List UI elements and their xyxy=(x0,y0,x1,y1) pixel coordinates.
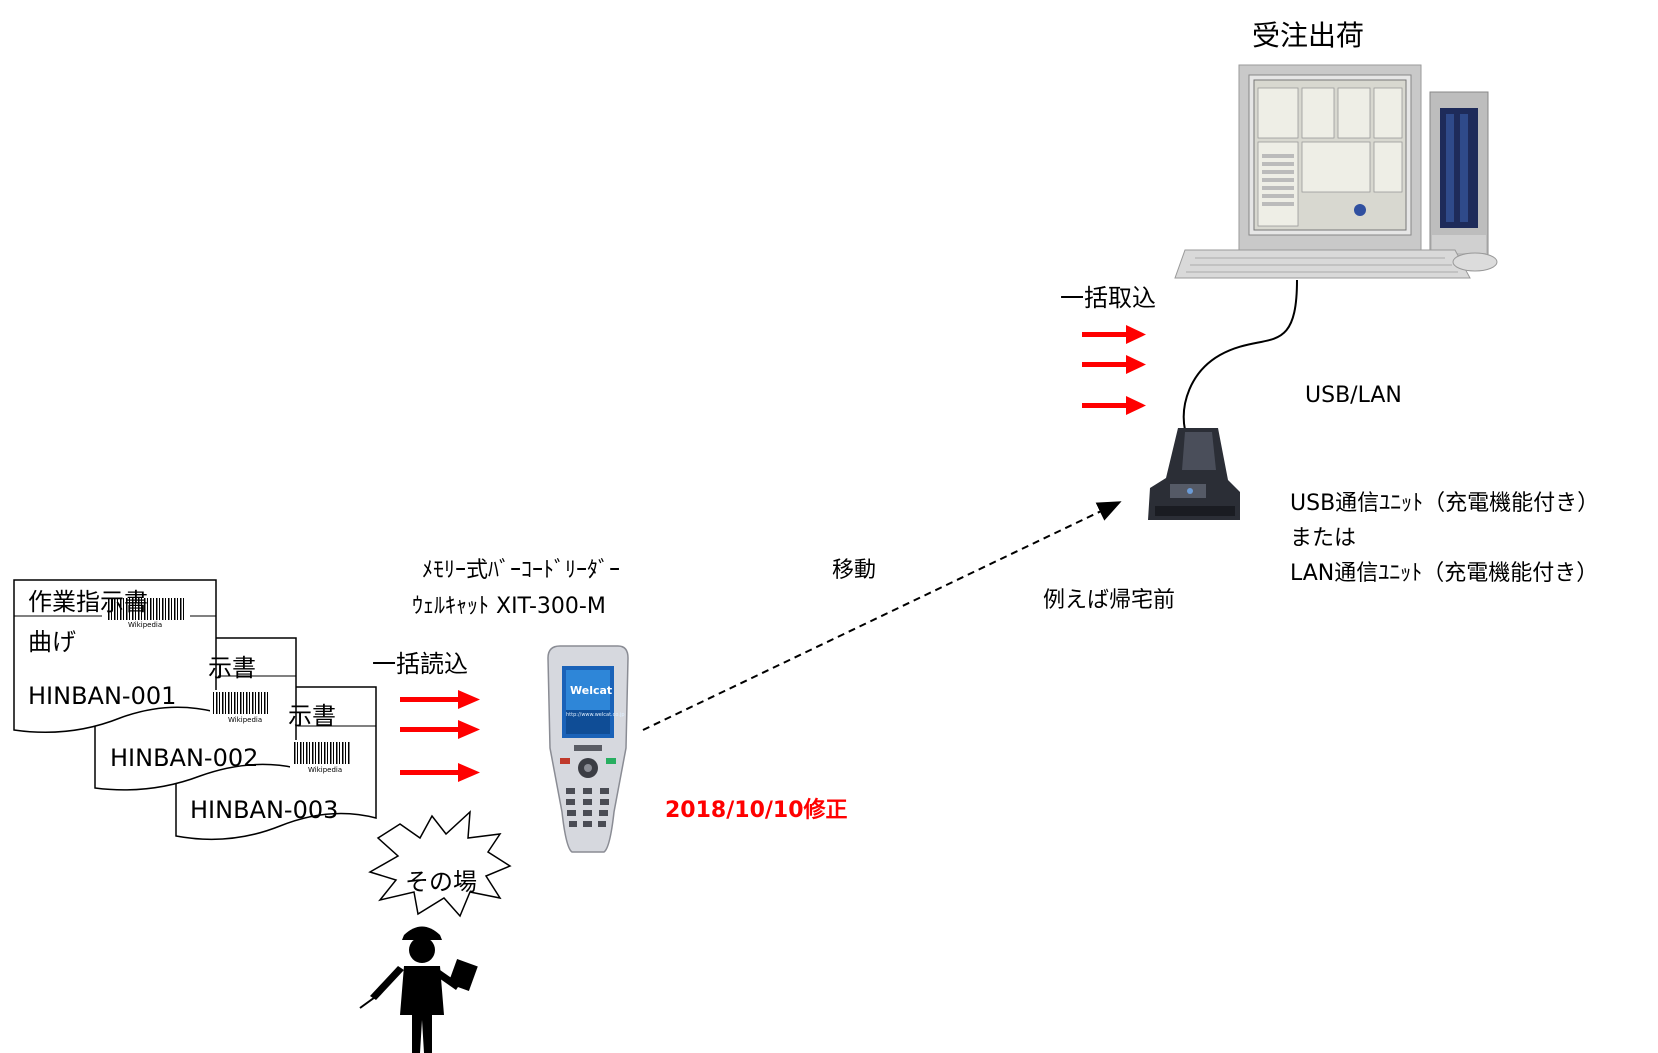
move-arrow xyxy=(642,501,1122,731)
document-1-title: 作業指示書 xyxy=(28,588,148,616)
before-home-label: 例えば帰宅前 xyxy=(1043,588,1176,613)
or-label: または xyxy=(1290,526,1357,551)
lan-unit-label: LAN通信ﾕﾆｯﾄ（充電機能付き） xyxy=(1290,561,1599,586)
reader-model-line2: ｳｪﾙｷｬｯﾄ XIT-300-M xyxy=(412,594,606,619)
worker-icon xyxy=(359,926,478,1053)
page-title: 受注出荷 xyxy=(1252,19,1365,52)
computer-icon xyxy=(1174,64,1498,279)
handheld-scanner-icon xyxy=(547,645,629,853)
usb-cable xyxy=(1182,279,1298,431)
barcode-caption-3: Wikipedia xyxy=(308,766,342,774)
handheld-url: http://www.welcat.co.jp xyxy=(566,712,625,718)
revision-label: 2018/10/10修正 xyxy=(665,798,848,823)
document-1-hinban: HINBAN-001 xyxy=(28,682,177,710)
usb-lan-label: USB/LAN xyxy=(1305,383,1402,408)
cradle-icon xyxy=(1148,428,1240,520)
usb-unit-label: USB通信ﾕﾆｯﾄ（充電機能付き） xyxy=(1290,491,1600,516)
barcode-caption-1: Wikipedia xyxy=(128,621,162,629)
barcode-caption-2: Wikipedia xyxy=(228,716,262,724)
document-3-hinban: HINBAN-003 xyxy=(190,796,339,824)
handheld-brand: Welcat xyxy=(570,684,613,697)
burst-icon xyxy=(368,810,512,918)
read-arrows xyxy=(400,690,480,782)
move-label: 移動 xyxy=(832,558,877,583)
import-arrows xyxy=(1082,325,1146,415)
document-1-subtitle: 曲げ xyxy=(28,628,76,656)
batch-read-label: 一括読込 xyxy=(372,650,468,678)
document-2-title: 示書 xyxy=(208,654,256,682)
reader-model-line1: ﾒﾓﾘｰ式ﾊﾞｰｺｰﾄﾞﾘｰﾀﾞｰ xyxy=(422,558,621,583)
document-3-title: 示書 xyxy=(288,702,336,730)
batch-import-label: 一括取込 xyxy=(1060,284,1156,312)
document-2-hinban: HINBAN-002 xyxy=(110,744,259,772)
barcode-icon xyxy=(102,596,352,774)
on-site-label: その場 xyxy=(405,868,477,896)
